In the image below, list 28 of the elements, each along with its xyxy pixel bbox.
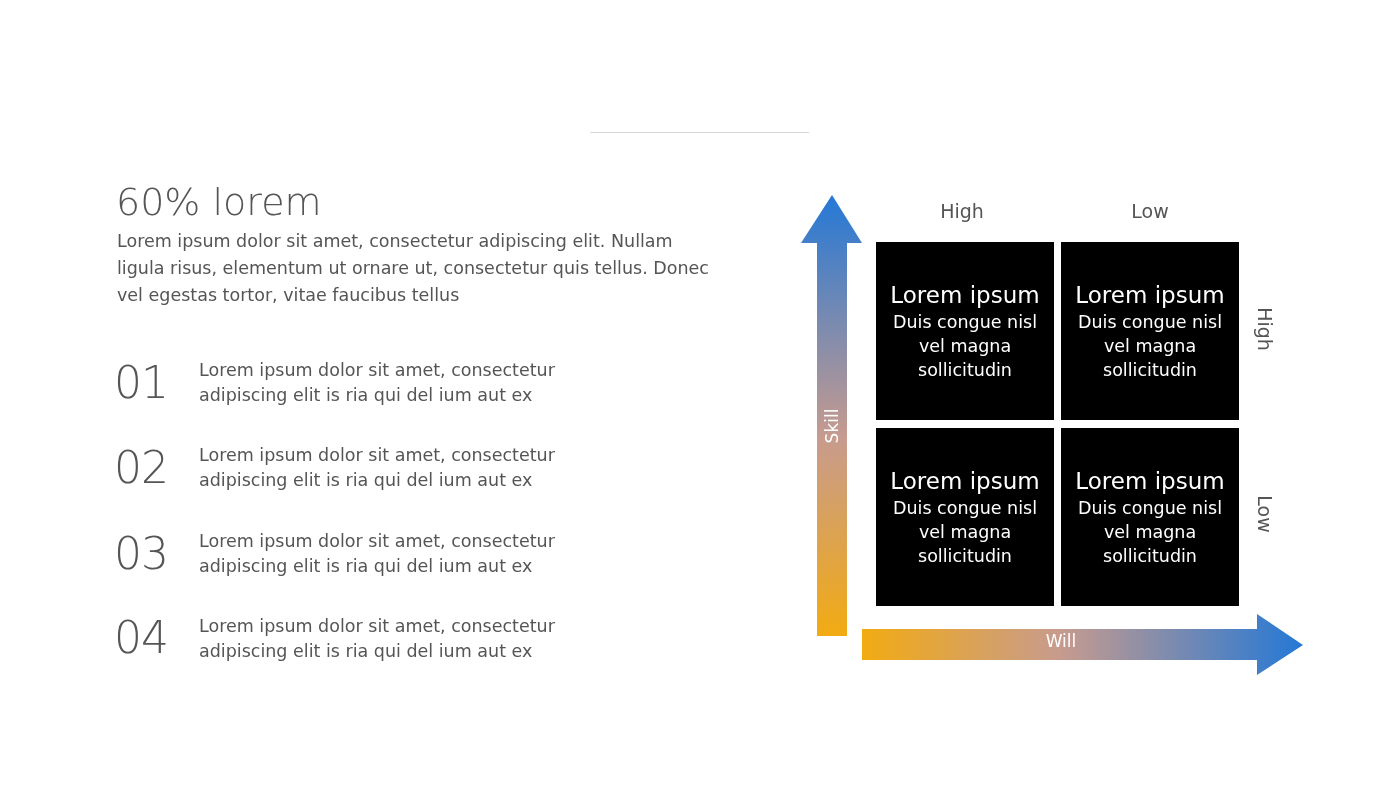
quadrant-text: Duis congue nisl vel magna sollicitudin [892,497,1038,568]
quadrant-box [1061,428,1239,606]
quadrant-text: Duis congue nisl vel magna sollicitudin [892,311,1038,382]
quadrant-box [876,242,1054,420]
list-item-text: Lorem ipsum dolor sit amet, consectetur adipiscing elit is ria qui del ium aut ex [199,615,556,663]
row-header: High [1254,306,1276,353]
quadrant-title: Lorem ipsum [890,281,1040,310]
quadrant-box [876,428,1054,606]
heading: 60% lorem [116,179,322,226]
list-item-text: Lorem ipsum dolor sit amet, consectetur adipiscing elit is ria qui del ium aut ex [199,359,556,407]
list-number: 02 [114,444,168,492]
column-header: High [939,200,985,222]
axis-label: Skill [822,407,842,446]
quadrant-title: Lorem ipsum [890,467,1040,496]
column-header: Low [1130,200,1170,222]
quadrant-title: Lorem ipsum [1075,467,1225,496]
paragraph: Lorem ipsum dolor sit amet, consectetur adipiscing elit. Nullam ligula risus, elementum ut ornare ut, consectetur quis tellus. Donec vel egestas tortor, vitae faucibus tellus [117,230,710,307]
list-number: 01 [114,359,168,407]
list-number: 03 [114,530,168,578]
list-item-text: Lorem ipsum dolor sit amet, consectetur adipiscing elit is ria qui del ium aut ex [199,444,556,492]
row-header: Low [1254,494,1276,535]
list-item-text: Lorem ipsum dolor sit amet, consectetur adipiscing elit is ria qui del ium aut ex [199,530,556,578]
quadrant-text: Duis congue nisl vel magna sollicitudin [1077,497,1223,568]
quadrant-box [1061,242,1239,420]
list-number: 04 [114,614,168,662]
quadrant-text: Duis congue nisl vel magna sollicitudin [1077,311,1223,382]
axis-label: Will [1044,631,1078,651]
quadrant-title: Lorem ipsum [1075,281,1225,310]
